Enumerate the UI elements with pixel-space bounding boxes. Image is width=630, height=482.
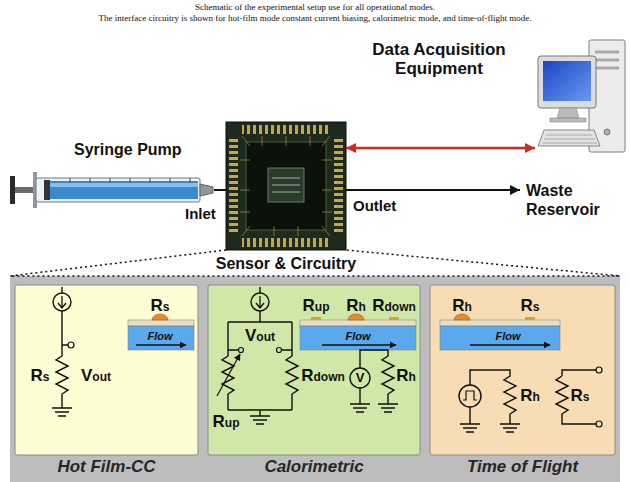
- syringe-pump: Syringe Pump: [8, 170, 214, 210]
- figure-title: Schematic of the experimental setup use …: [0, 2, 630, 13]
- variable-arrow: [217, 354, 240, 396]
- syringe-nose: [200, 184, 213, 196]
- resistor-label: Rh: [452, 296, 472, 317]
- sensor-strip: [311, 317, 321, 320]
- resistor-label: Rup: [303, 296, 330, 317]
- substrate-layer: [440, 320, 560, 326]
- voltmeter-label: V: [356, 370, 365, 386]
- sensor-strip: [389, 317, 399, 320]
- syringe-plunger: [44, 180, 50, 200]
- flow-channel: [128, 326, 194, 350]
- chip-pads: [334, 138, 343, 234]
- voltmeter: [350, 368, 370, 388]
- resistor-label: Rdown: [372, 296, 416, 317]
- tower-button: [604, 129, 610, 135]
- chip-pads: [229, 138, 238, 234]
- node-text: Data Acquisition Equipment: [347, 40, 531, 78]
- mode-panel-fill: [430, 285, 615, 455]
- source-arrow: [58, 296, 66, 308]
- flow-arrow: [322, 344, 396, 345]
- node-text: Hot Film-CC: [15, 457, 198, 477]
- source-arrow: [256, 296, 264, 308]
- flow-label: Flow: [345, 330, 370, 343]
- keyboard-keys: [542, 135, 597, 143]
- terminal: [239, 348, 244, 353]
- resistor-label: Rh: [520, 386, 540, 407]
- zoom-panel: [10, 276, 620, 482]
- terminal: [596, 367, 602, 373]
- syringe-thumb: [10, 176, 15, 204]
- terminal: [68, 342, 74, 348]
- mode-panel-fill: [208, 285, 420, 455]
- resistor-label: Rdown: [301, 366, 345, 387]
- mode-panel-fill: [15, 285, 198, 455]
- circuit-wires: [52, 287, 72, 416]
- pulse-symbol: [463, 391, 477, 400]
- chip-sensor-lines: [272, 178, 300, 192]
- signal-wire: [346, 147, 535, 150]
- zoom-leader: [10, 250, 620, 276]
- terminal: [277, 348, 282, 353]
- computer: Data Acquisition Equipment: [535, 40, 627, 158]
- node-text: Sensor & Circuitry: [176, 254, 396, 273]
- sensor-strip: [525, 317, 535, 320]
- port-label: Inlet: [184, 205, 217, 223]
- port-label: Outlet: [352, 197, 397, 215]
- substrate-layer: [128, 320, 194, 326]
- flow-channel: [300, 326, 416, 350]
- syringe-ticks: [70, 178, 190, 183]
- circuit-wires: [460, 370, 596, 432]
- flow-label: Flow: [147, 330, 172, 343]
- chip-body: [226, 122, 346, 250]
- computer-keyboard: [538, 130, 600, 146]
- signal-name: Vout: [81, 366, 111, 387]
- resistor-label: Rs: [31, 366, 50, 387]
- monitor-screen: [543, 61, 591, 101]
- chip-sensor: [268, 168, 304, 202]
- pulse-source: [459, 385, 481, 407]
- waste-reservoir: Waste Reservoir: [520, 181, 628, 219]
- flow-arrow: [470, 344, 550, 345]
- circuit-wires: [222, 287, 398, 424]
- sensor-chip: Sensor & Circuitry: [226, 122, 346, 250]
- resistor-label: Rh: [396, 366, 416, 387]
- flow-channel: [440, 326, 560, 350]
- flow-line: [346, 189, 520, 191]
- current-source: [251, 293, 269, 311]
- resistor-label: Rs: [151, 296, 170, 317]
- node-text: Time of Flight: [430, 457, 615, 477]
- chip-traces: [240, 136, 332, 236]
- tower-slots: [595, 52, 619, 68]
- chip-pads: [242, 125, 330, 134]
- syringe-barrel: [36, 178, 200, 202]
- syringe-fluid: [50, 181, 198, 199]
- current-source: [53, 293, 71, 311]
- flow-line: [214, 189, 226, 191]
- resistor-label: Rh: [346, 296, 366, 317]
- monitor-stand: [550, 108, 586, 122]
- terminal: [596, 421, 602, 427]
- syringe-shine: [50, 183, 198, 187]
- computer-monitor: [538, 56, 596, 108]
- substrate-layer: [300, 320, 416, 326]
- node-text: Calorimetric: [208, 457, 420, 477]
- resistor-label: Rs: [571, 386, 590, 407]
- node-text: Waste Reservoir: [520, 181, 628, 219]
- resistor-label: Rs: [521, 296, 540, 317]
- flow-arrow: [136, 344, 186, 345]
- signal-name: Vout: [245, 326, 275, 347]
- figure-caption: The interface circuitry is shown for hot…: [0, 13, 630, 24]
- resistor-label: Rup: [213, 412, 240, 433]
- chip-die: [246, 142, 326, 230]
- flow-label: Flow: [495, 330, 520, 343]
- node-text: Syringe Pump: [74, 140, 182, 159]
- chip-pads: [242, 238, 330, 247]
